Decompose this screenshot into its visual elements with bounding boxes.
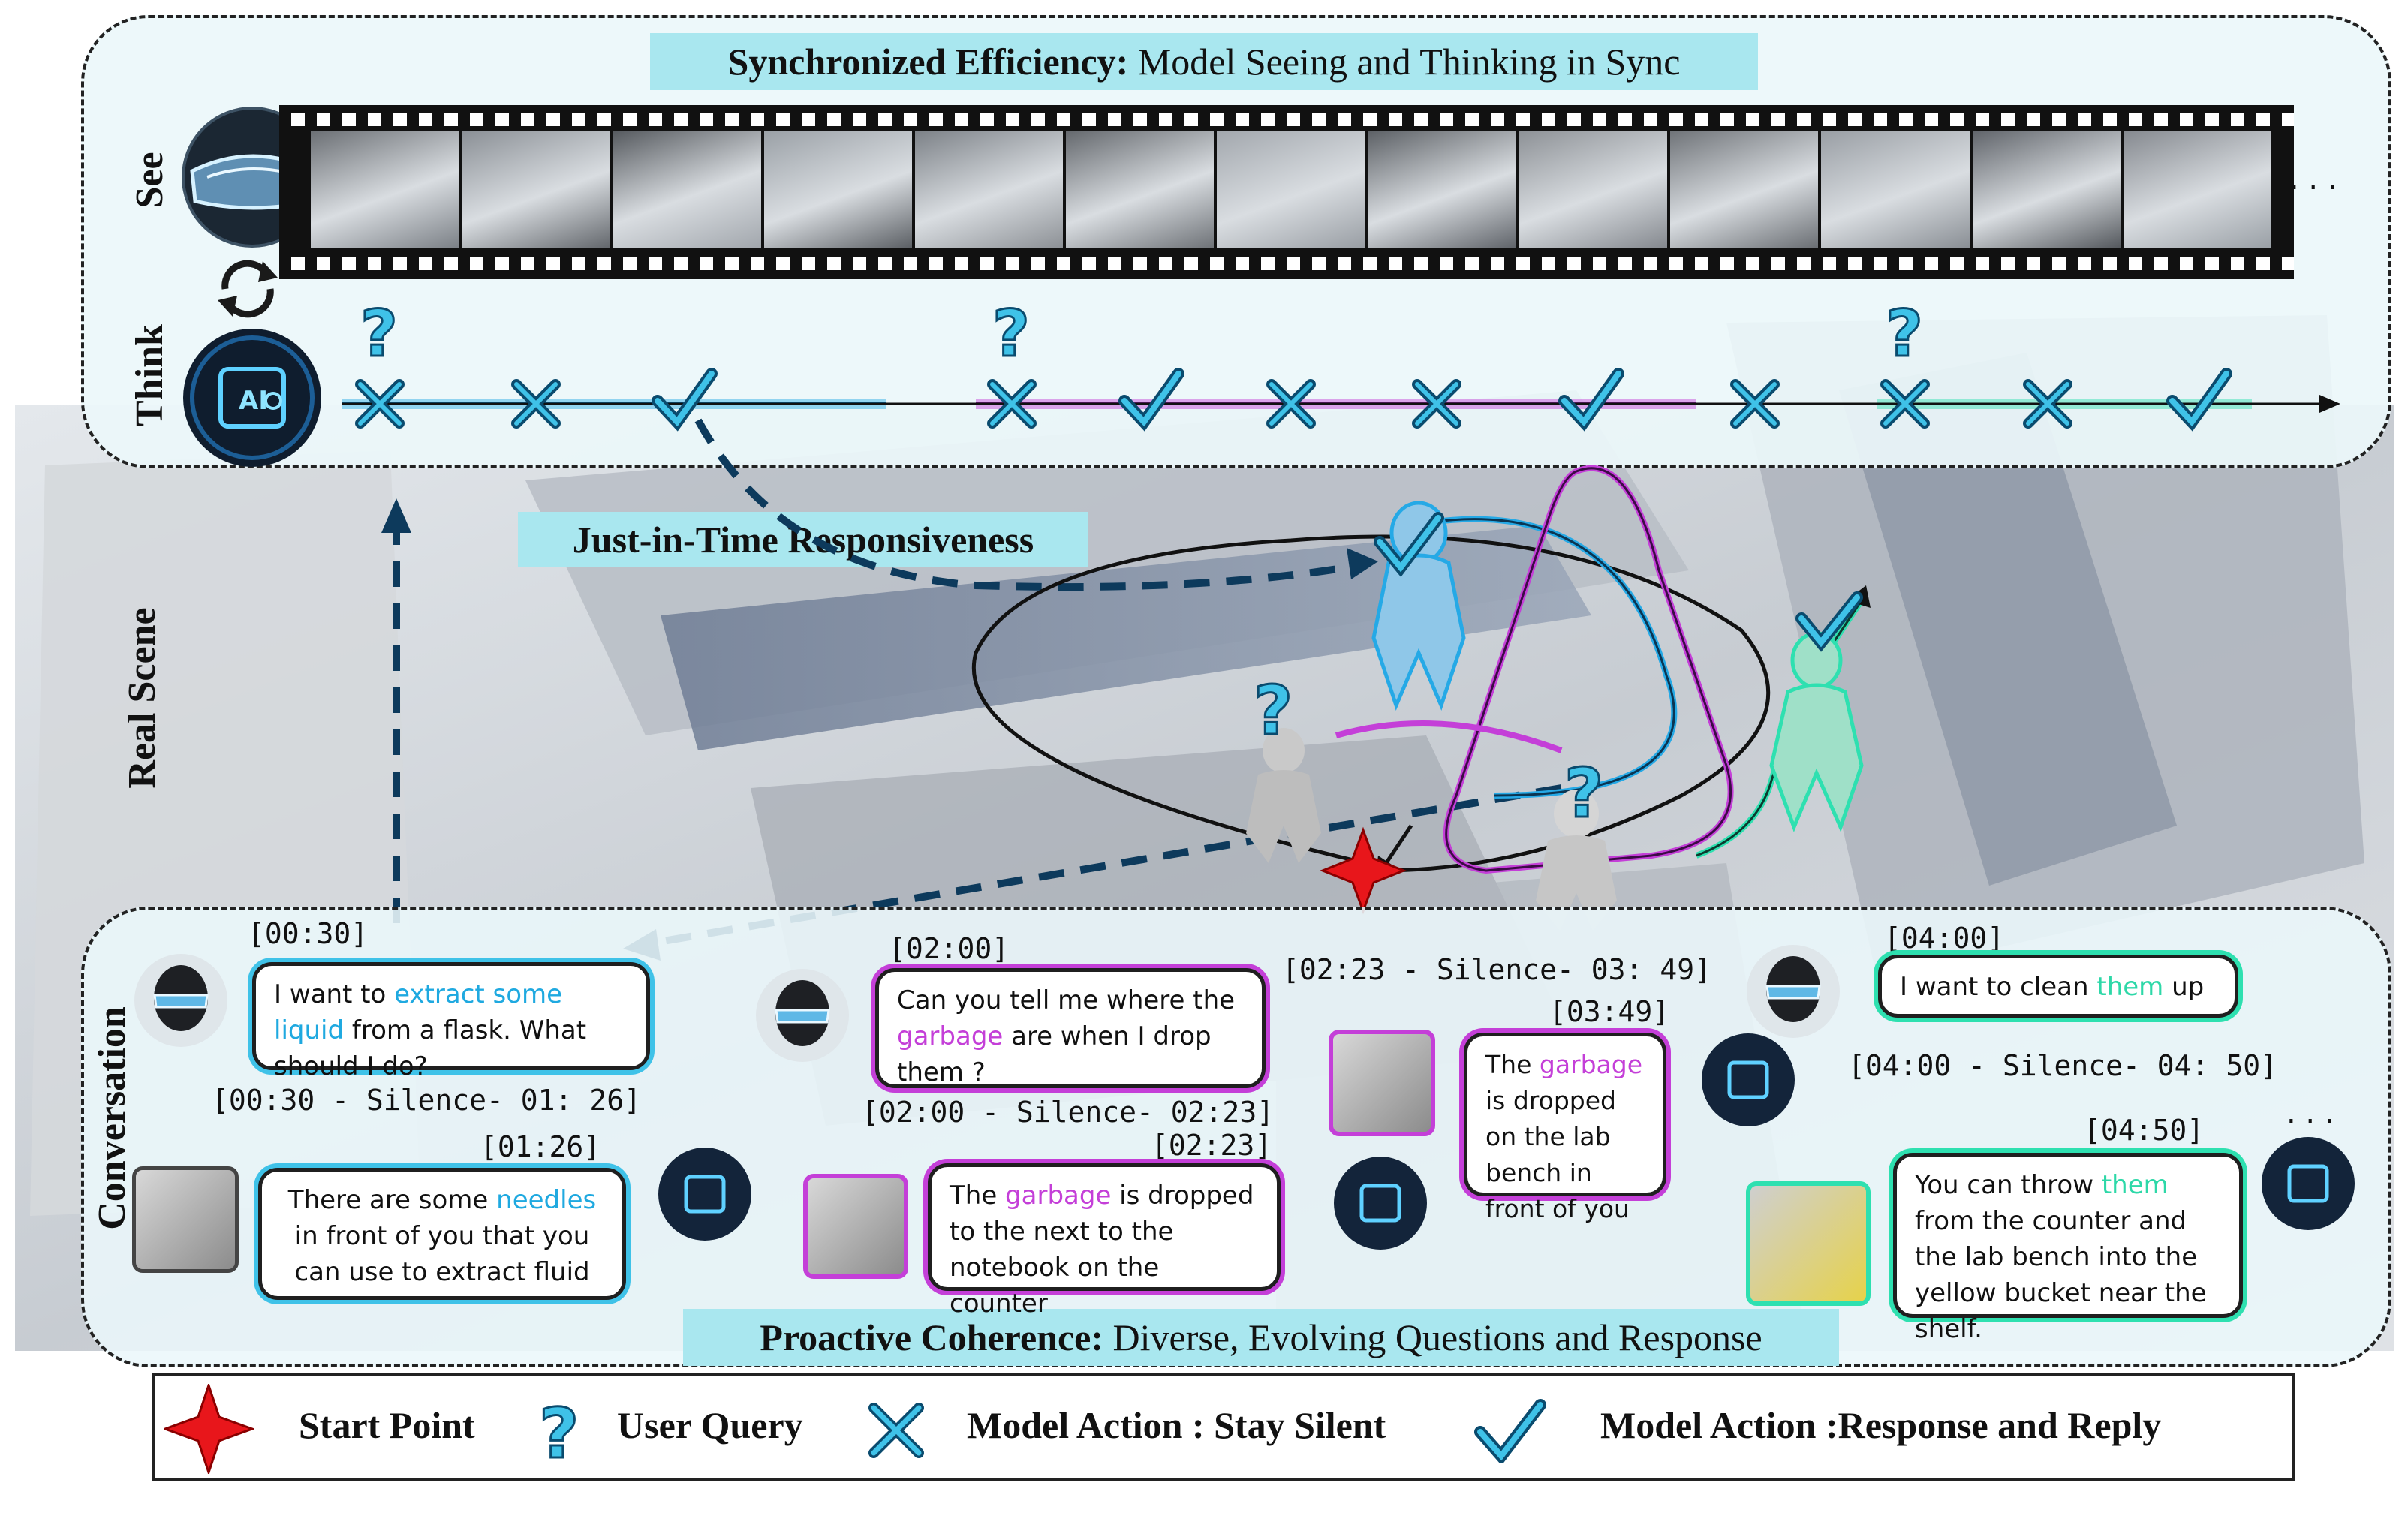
timeline-mark-reply — [1558, 368, 1624, 432]
legend-query: User Query — [617, 1404, 803, 1446]
person-teal — [1769, 631, 1864, 832]
timeline-mark-silent — [987, 379, 1037, 429]
model-reply-bubble-2: The garbage is dropped to the next to th… — [928, 1163, 1281, 1319]
garbage-bench-thumbnail — [1329, 1030, 1435, 1136]
timestamp-0200: [02:00] — [889, 932, 1010, 965]
legend-start-star-icon — [164, 1384, 254, 1474]
svg-text:?: ? — [539, 1394, 579, 1468]
timeline-mark-reply — [1118, 368, 1184, 432]
ai-chip-text: AI — [239, 386, 268, 416]
silence-interval-4: [04:00 - Silence- 04: 50] — [1848, 1049, 2277, 1082]
timeline-mark-reply — [2166, 368, 2232, 432]
timestamp-0349: [03:49] — [1549, 995, 1670, 1028]
film-perforations — [291, 113, 2294, 270]
scene-check-blue — [1374, 512, 1444, 577]
svg-text:?: ? — [360, 296, 398, 371]
film-frame — [1368, 131, 1516, 248]
person-gray-1 — [1246, 728, 1321, 863]
svg-text:?: ? — [992, 296, 1030, 371]
user-query-bubble-3: I want to clean them up — [1878, 955, 2238, 1018]
model-reply-bubble-3: The garbage is dropped on the lab bench … — [1464, 1033, 1666, 1223]
scene-check-teal — [1795, 591, 1863, 652]
conversation-ellipsis: . . . — [2286, 1096, 2334, 1130]
ai-chip-icon: AI — [183, 329, 321, 467]
timeline-mark-silent — [511, 379, 561, 429]
legend-start: Start Point — [299, 1404, 475, 1446]
legend-box — [152, 1373, 2295, 1481]
timestamp-0223: [02:23] — [1151, 1129, 1272, 1162]
timestamp-0030: [00:30] — [248, 917, 369, 950]
timeline-mark-query: ? — [992, 296, 1031, 373]
film-frame — [1066, 131, 1215, 248]
model-reply-bubble-4: You can throw them from the counter and … — [1893, 1153, 2243, 1344]
timeline-arrowhead — [2319, 395, 2340, 413]
film-frame — [763, 131, 912, 248]
film-frame — [1821, 131, 1970, 248]
ai-avatar-1 — [658, 1148, 751, 1241]
film-frame — [914, 131, 1064, 248]
film-ellipsis: . . . — [2289, 162, 2337, 197]
film-frame — [1670, 131, 1819, 248]
legend-reply-icon — [1474, 1399, 1546, 1463]
legend-query-icon: ? — [538, 1393, 580, 1468]
film-frame — [2123, 131, 2272, 248]
sync-icon — [218, 260, 278, 318]
timeline-mark-silent — [1266, 379, 1316, 429]
jit-label: Just-in-Time Responsiveness — [518, 512, 1088, 567]
timestamp-0400: [04:00] — [1884, 922, 2005, 955]
silence-interval-2: [02:00 - Silence- 02:23] — [862, 1096, 1275, 1129]
scene-query-2: ? — [1564, 754, 1603, 833]
timeline-mark-silent — [1730, 379, 1780, 429]
conversation-label: Conversation — [91, 1006, 134, 1230]
timeline-mark-query: ? — [360, 296, 399, 373]
timeline-mark-silent — [2023, 379, 2072, 429]
svg-text:?: ? — [1886, 296, 1923, 371]
legend-silent: Model Action : Stay Silent — [967, 1404, 1386, 1446]
legend-reply: Model Action :Response and Reply — [1600, 1404, 2162, 1446]
start-point-star — [1319, 826, 1407, 915]
bottom-title: Proactive Coherence: Diverse, Evolving Q… — [683, 1309, 1839, 1366]
timeline-mark-silent — [1880, 379, 1930, 429]
ai-avatar-2 — [1334, 1157, 1427, 1250]
scene-query-1: ? — [1254, 672, 1293, 750]
user-query-bubble-1: I want to extract some liquid from a fla… — [252, 962, 650, 1081]
user-avatar-2 — [756, 969, 849, 1062]
model-reply-bubble-1: There are some needles in front of you t… — [258, 1168, 626, 1300]
timestamp-0450: [04:50] — [2084, 1114, 2205, 1147]
film-frame — [613, 131, 761, 248]
ai-avatar-4 — [2262, 1137, 2355, 1230]
silence-interval-3: [02:23 - Silence- 03: 49] — [1282, 953, 1711, 986]
film-frame — [1217, 131, 1365, 248]
silence-interval-1: [00:30 - Silence- 01: 26] — [212, 1084, 641, 1117]
timeline-mark-reply — [652, 368, 718, 432]
legend-silent-icon — [868, 1403, 924, 1458]
user-query-bubble-2: Can you tell me where the garbage are wh… — [875, 968, 1266, 1088]
yellow-bucket-thumbnail — [1746, 1181, 1871, 1306]
top-title: Synchronized Efficiency: Model Seeing an… — [650, 33, 1758, 90]
ai-avatar-3 — [1702, 1033, 1795, 1126]
user-avatar-1 — [134, 954, 227, 1047]
garbage-notebook-thumbnail — [803, 1174, 908, 1279]
needles-thumbnail — [132, 1166, 239, 1273]
film-frames — [311, 131, 2272, 248]
timeline-mark-silent — [355, 379, 405, 429]
timeline-mark-silent — [1412, 379, 1461, 429]
film-frame — [1519, 131, 1668, 248]
film-frame — [1972, 131, 2121, 248]
timeline-mark-query: ? — [1885, 296, 1925, 373]
film-frame — [462, 131, 610, 248]
film-frame — [311, 131, 459, 248]
timestamp-0126: [01:26] — [480, 1130, 601, 1163]
user-avatar-3 — [1747, 945, 1840, 1038]
